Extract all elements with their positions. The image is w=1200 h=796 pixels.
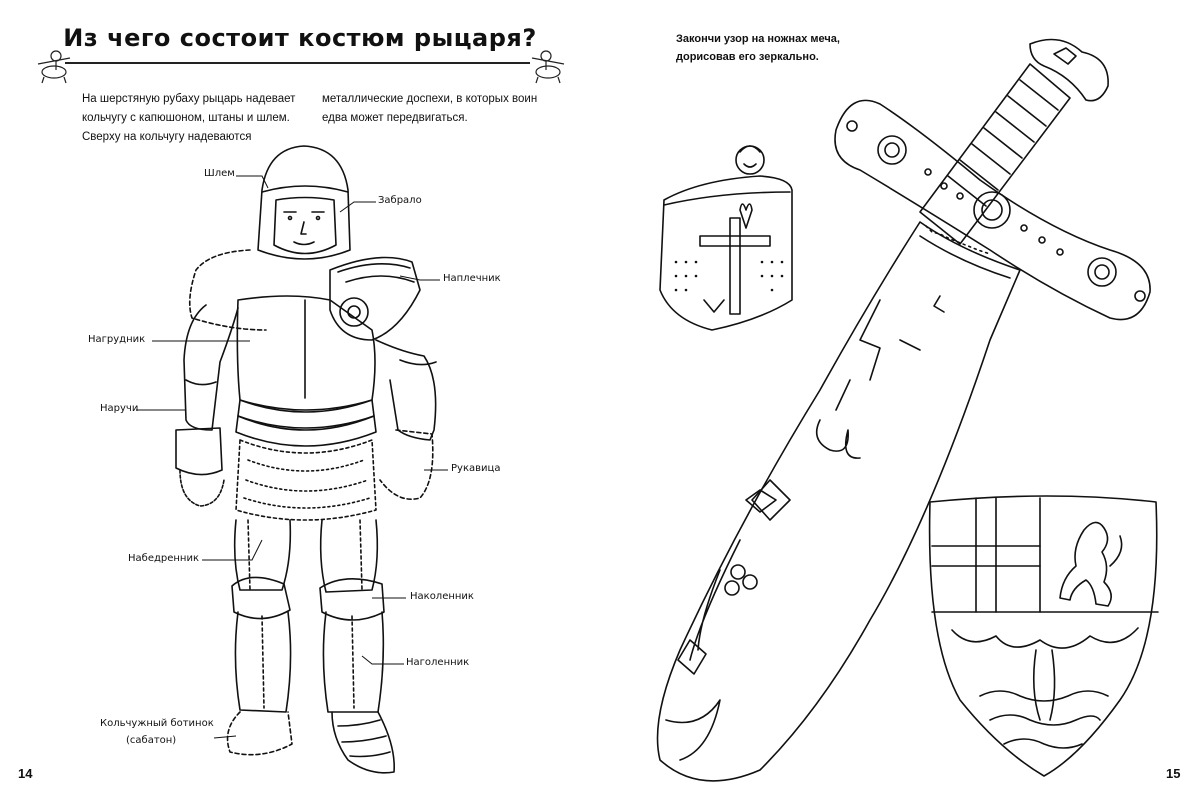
label-sabaton: Кольчужный ботинок	[100, 718, 214, 729]
task-line-2: дорисовав его зеркально.	[676, 51, 819, 63]
label-poleyn: Наколенник	[410, 591, 474, 602]
page-number-left: 14	[18, 766, 33, 781]
task-instruction: Закончи узор на ножнах меча, дорисовав е…	[676, 30, 840, 66]
great-helm-icon	[659, 145, 793, 331]
label-helmet: Шлем	[204, 168, 235, 179]
coat-of-arms-shield-icon	[928, 495, 1159, 777]
label-pauldron: Наплечник	[443, 273, 501, 284]
label-vambrace: Наручи	[100, 403, 139, 414]
page-title: Из чего состоит костюм рыцаря?	[63, 24, 537, 52]
intro-text-col2: металлические доспехи, в которых воин ед…	[322, 93, 538, 124]
sword-scabbard-icon	[656, 38, 1151, 782]
task-line-1: Закончи узор на ножнах меча,	[676, 33, 840, 45]
label-greave: Наголенник	[406, 657, 470, 668]
label-sabaton-note: (сабатон)	[126, 735, 177, 746]
label-visor: Забрало	[378, 195, 422, 206]
mini-knight-left-icon	[37, 50, 71, 84]
mini-knight-right-icon	[531, 50, 565, 84]
title-underline	[65, 62, 530, 64]
knight-armor-illustration	[136, 145, 448, 774]
intro-text-col1: На шерстяную рубаху рыцарь надевает коль…	[82, 93, 296, 143]
label-gauntlet: Рукавица	[451, 463, 501, 474]
page-number-right: 15	[1166, 766, 1181, 781]
label-breastplate: Нагрудник	[88, 334, 146, 345]
label-cuisse: Набедренник	[128, 553, 199, 564]
